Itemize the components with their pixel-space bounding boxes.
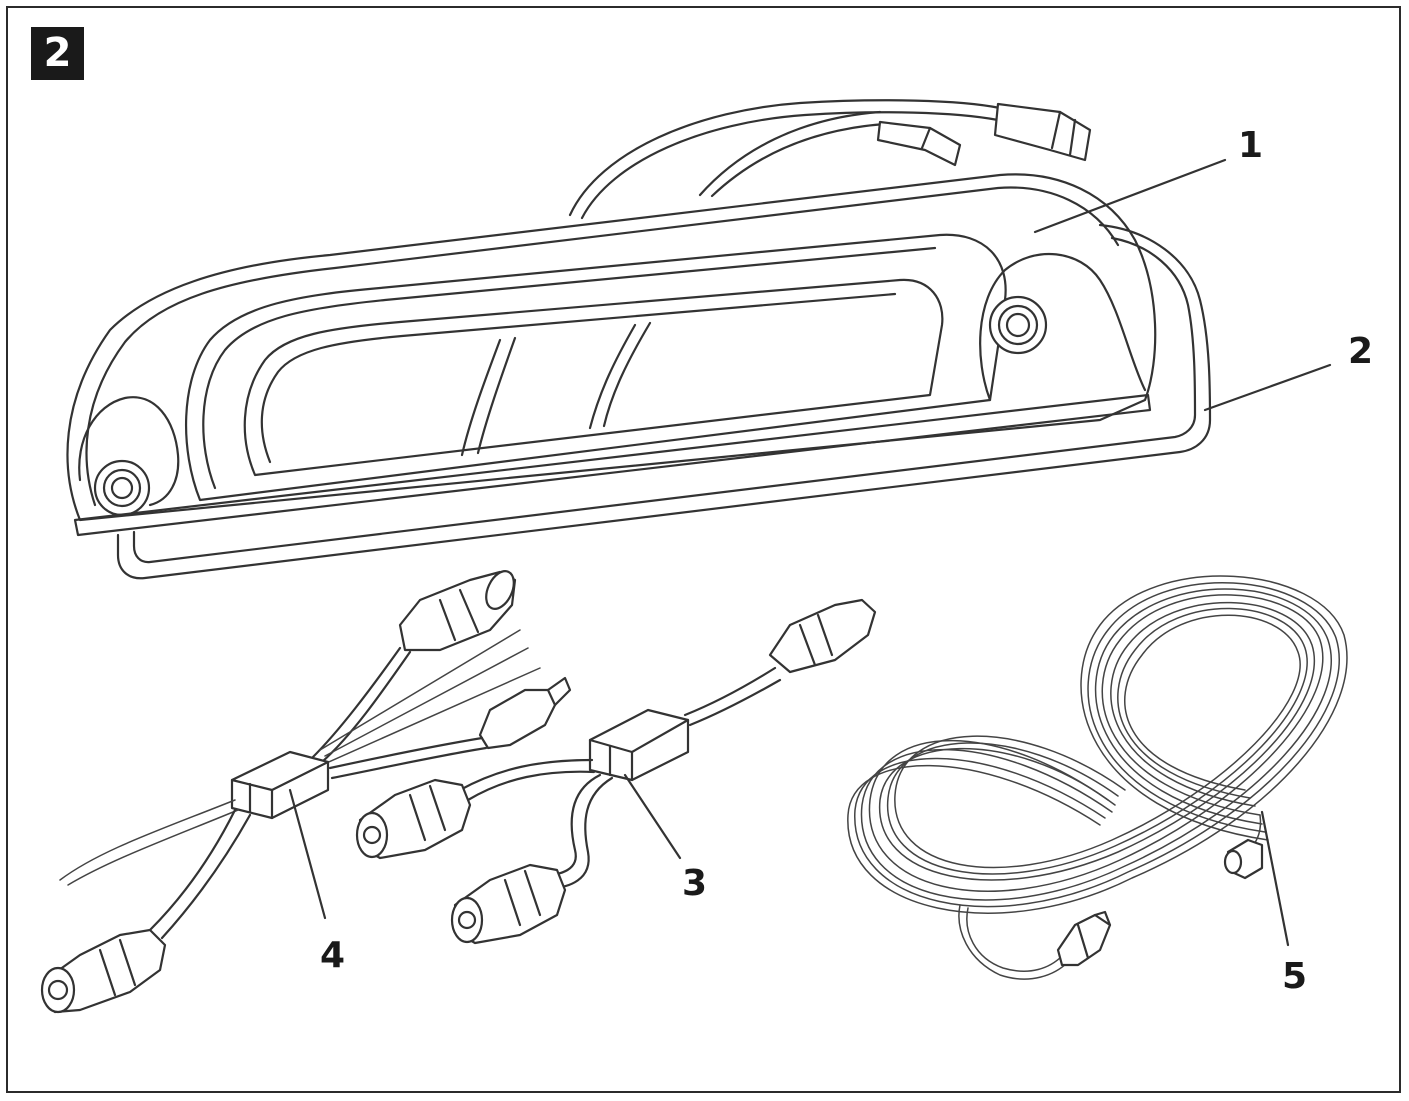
leader-line-2: [1203, 363, 1332, 412]
splitter-input-plug-icon: [768, 598, 877, 674]
callout-5: 5: [1282, 956, 1307, 997]
harness-round-connector-icon: [398, 570, 517, 652]
housing-connector-b-icon: [993, 102, 1092, 162]
mounting-gasket: [73, 223, 1212, 580]
callout-1: 1: [1238, 125, 1263, 166]
splitter-output-socket-b-icon: [450, 863, 567, 945]
power-video-harness: [40, 570, 572, 1014]
brake-light-camera-housing: [66, 99, 1157, 522]
figure-frame: [6, 6, 1401, 1093]
cable-end-plug-icon: [1056, 910, 1112, 967]
housing-connector-a-icon: [876, 120, 962, 167]
callout-2: 2: [1348, 331, 1373, 372]
leader-line-1: [1033, 158, 1227, 234]
cable-end-socket-icon: [1223, 838, 1264, 880]
harness-splitter-block-icon: [230, 750, 330, 820]
leader-line-5: [1260, 810, 1290, 947]
splitter-output-socket-a-icon: [355, 778, 472, 860]
figure-number-badge: 2: [31, 27, 84, 80]
video-splitter-cable: [355, 598, 877, 945]
callout-4: 4: [320, 935, 345, 976]
leader-line-3: [623, 773, 682, 860]
leader-line-4: [288, 788, 327, 920]
leader-lines: [288, 158, 1332, 947]
callout-3: 3: [682, 863, 707, 904]
harness-rca-plug-icon: [478, 676, 572, 750]
side-lens-icon: [93, 459, 151, 517]
splitter-block-icon: [588, 708, 690, 782]
rear-camera-lens-icon: [988, 295, 1048, 355]
harness-power-socket-icon: [40, 928, 167, 1014]
coiled-extension-cable: [847, 575, 1348, 980]
